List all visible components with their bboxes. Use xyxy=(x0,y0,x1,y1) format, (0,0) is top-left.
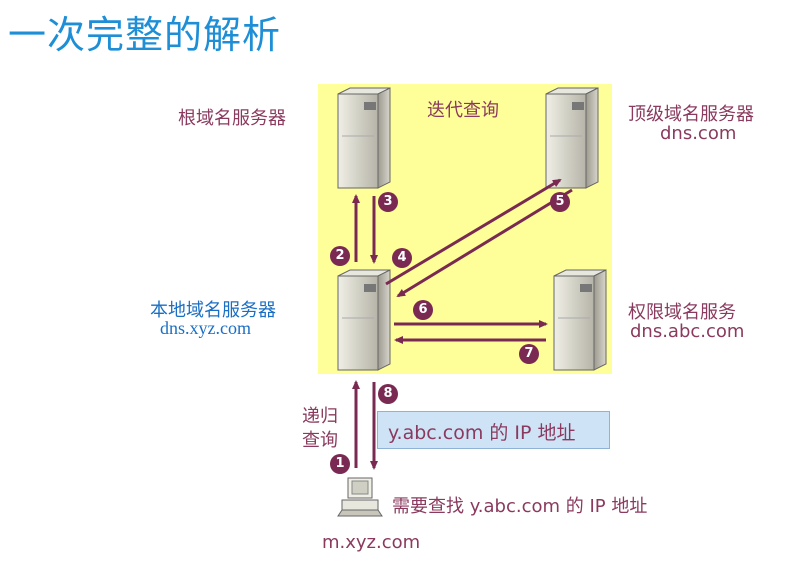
iterative-query-label: 迭代查询 xyxy=(427,100,499,121)
auth-server-domain: dns.abc.com xyxy=(630,321,745,342)
tld-server-domain: dns.com xyxy=(660,123,737,144)
root-server-label: 根域名服务器 xyxy=(178,108,286,129)
step-badge-2: 2 xyxy=(330,246,350,266)
local-server-label: 本地域名服务器 xyxy=(150,300,276,321)
step-badge-3: 3 xyxy=(378,192,398,212)
arrow-step-4 xyxy=(385,178,562,286)
auth-server-icon xyxy=(553,269,607,371)
client-host-label: m.xyz.com xyxy=(322,532,421,553)
step-badge-5: 5 xyxy=(550,192,570,212)
tld-server-label: 顶级域名服务器 xyxy=(628,104,754,125)
auth-server-label: 权限域名服务 xyxy=(628,302,736,323)
arrow-step-5 xyxy=(396,188,573,298)
recursive-label-line1: 递归 xyxy=(302,406,338,427)
ip-answer-box: y.abc.com 的 IP 地址 xyxy=(377,411,610,449)
page-title: 一次完整的解析 xyxy=(8,13,282,57)
client-query-text: 需要查找 y.abc.com 的 IP 地址 xyxy=(392,496,648,517)
step-badge-4: 4 xyxy=(392,248,412,268)
local-server-domain: dns.xyz.com xyxy=(160,318,251,338)
local-server-icon xyxy=(337,269,391,371)
step-badge-1: 1 xyxy=(330,454,350,474)
root-server-icon xyxy=(337,87,391,189)
recursive-label-line2: 查询 xyxy=(302,430,338,451)
step-badge-7: 7 xyxy=(519,344,539,364)
tld-server-icon xyxy=(545,87,599,189)
step-badge-8: 8 xyxy=(378,384,398,404)
client-computer-icon xyxy=(337,477,383,517)
step-badge-6: 6 xyxy=(413,300,433,320)
